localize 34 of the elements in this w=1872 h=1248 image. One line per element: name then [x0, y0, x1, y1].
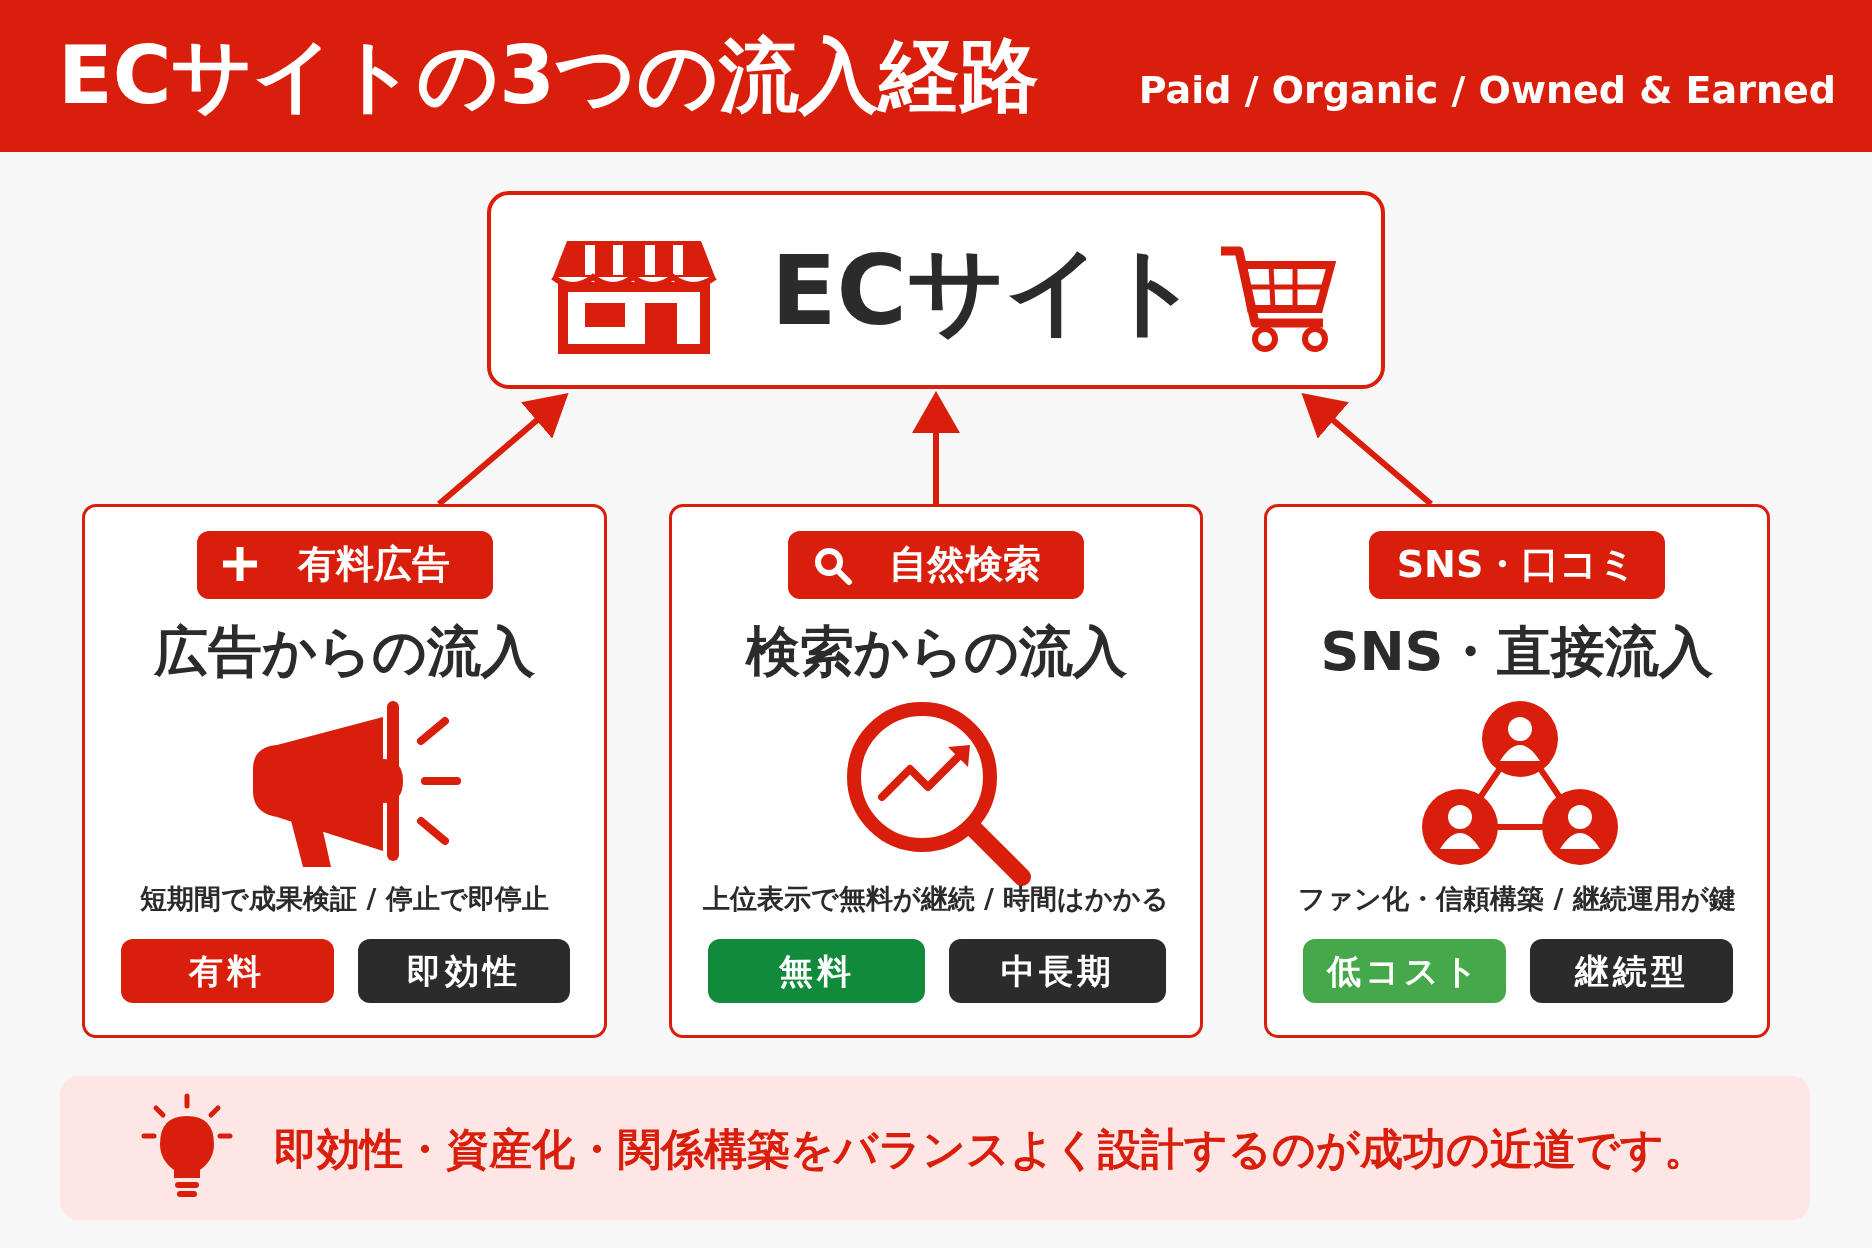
tip-text: 即効性・資産化・関係構築をバランスよく設計するのが成功の近道です。 [274, 1123, 1707, 1176]
attribute-pill [357, 939, 570, 1003]
panel-description: ファン化・信頼構築 / 継続運用が鍵 [1297, 882, 1737, 916]
pill-label: 継続型 [1573, 950, 1690, 993]
pill-label: 低コスト [1325, 950, 1483, 993]
attribute-pill [949, 939, 1166, 1003]
subtitle: Paid / Organic / Owned & Earned [1138, 67, 1836, 114]
attribute-pill [1303, 939, 1506, 1003]
attribute-pill [1530, 939, 1733, 1003]
arrow [912, 391, 960, 504]
panel-heading: SNS・直接流入 [1319, 619, 1715, 685]
tag-label: 自然検索 [888, 541, 1042, 587]
category-tag [196, 531, 493, 599]
attribute-pill [708, 939, 925, 1003]
panel-description: 上位表示で無料が継続 / 時間はかかる [701, 882, 1171, 916]
pill-label: 中長期 [999, 950, 1116, 993]
pill-label: 有料 [187, 950, 267, 993]
category-tag [788, 531, 1084, 599]
title: ECサイトの3つの流入経路 [58, 28, 1040, 124]
route-panel [82, 504, 607, 1038]
panel-description: 短期間で成果検証 / 停止で即停止 [139, 882, 550, 916]
tip-banner [60, 1076, 1810, 1220]
route-panel [1264, 504, 1770, 1038]
site-box [487, 191, 1385, 389]
tag-label: SNS・口コミ [1395, 541, 1639, 587]
attribute-pill [121, 939, 334, 1003]
tag-label: 有料広告 [296, 541, 451, 587]
panel-heading: 検索からの流入 [744, 619, 1128, 685]
route-panel [669, 504, 1203, 1038]
panel-heading: 広告からの流入 [152, 619, 536, 685]
pill-label: 無料 [777, 950, 856, 993]
category-tag [1369, 531, 1665, 599]
site-label: ECサイト [771, 234, 1202, 349]
pill-label: 即効性 [405, 950, 522, 993]
